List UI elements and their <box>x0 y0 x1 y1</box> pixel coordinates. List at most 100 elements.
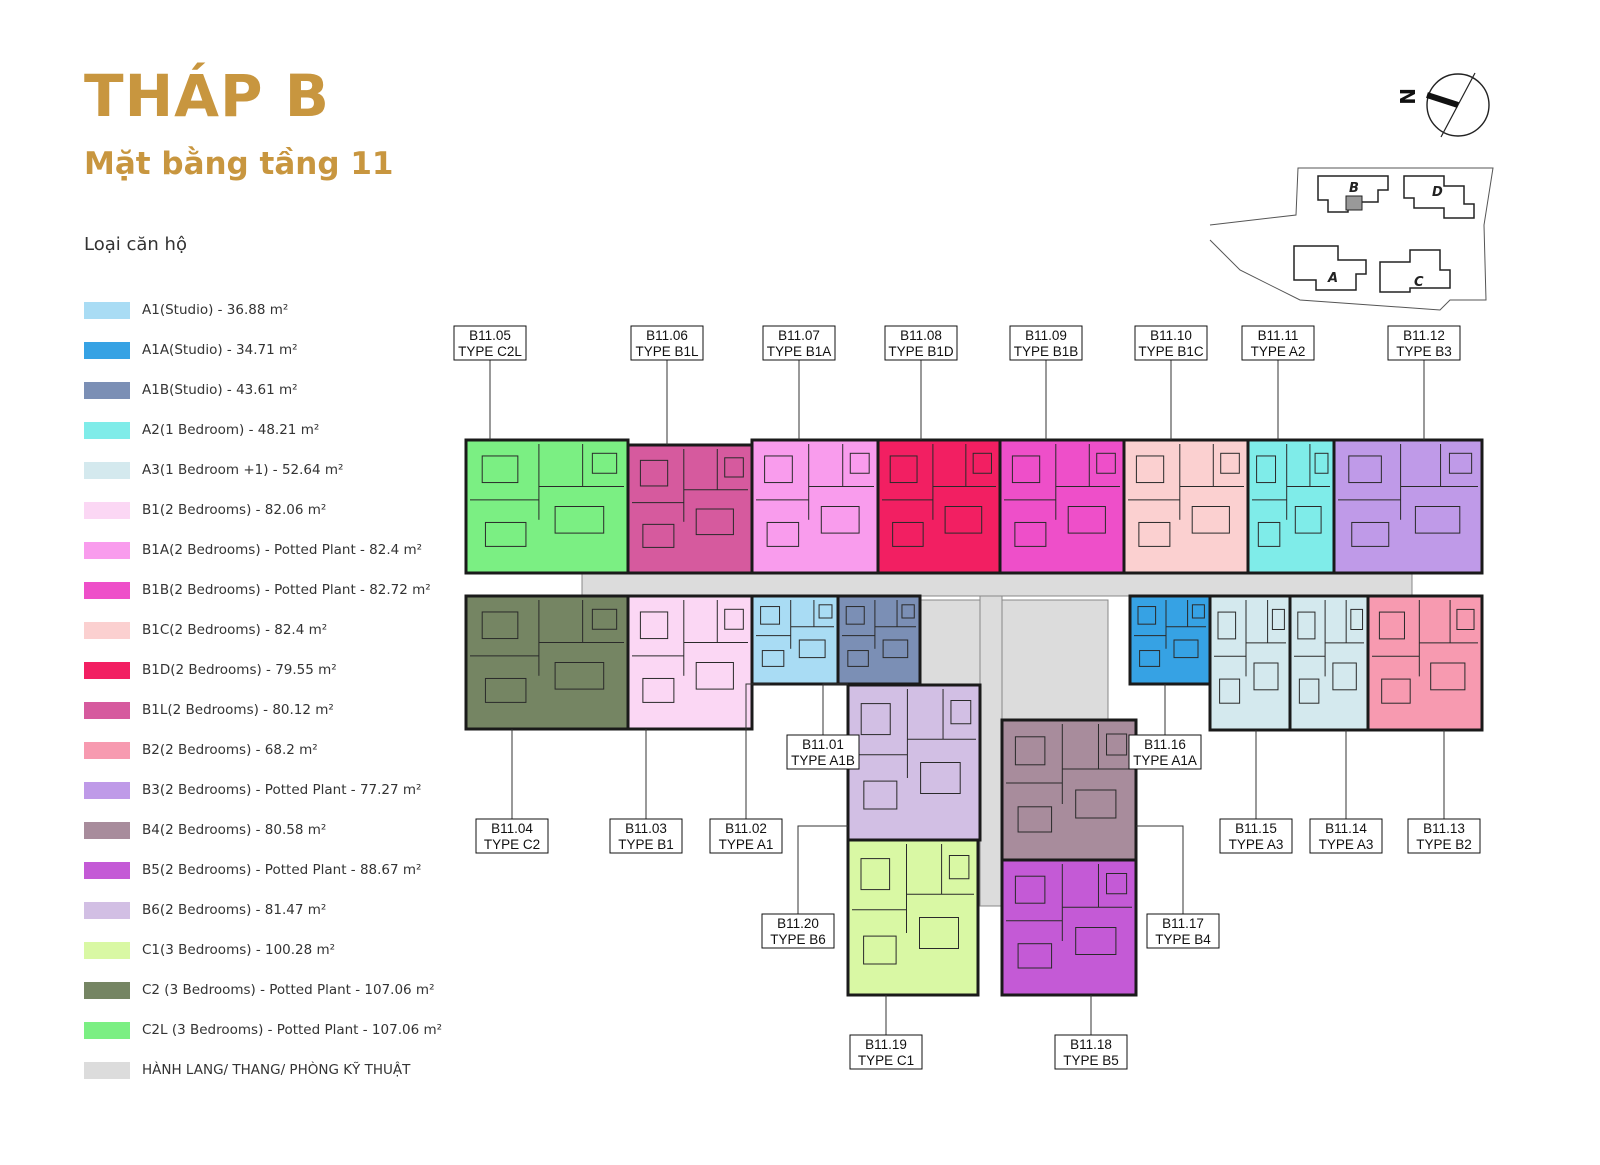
legend-item-b1: B1(2 Bedrooms) - 82.06 m² <box>84 500 326 520</box>
unit-type: TYPE A1 <box>719 837 774 852</box>
unit-room-walls <box>632 600 748 703</box>
legend-item-a2: A2(1 Bedroom) - 48.21 m² <box>84 420 319 440</box>
furniture <box>889 455 918 484</box>
legend-swatch <box>84 781 130 799</box>
furniture <box>1067 506 1106 534</box>
unit-b11-19[interactable] <box>846 838 980 997</box>
legend-label: A1B(Studio) - 43.61 m² <box>142 382 298 398</box>
keyplan-label-d: D <box>1432 185 1443 200</box>
furniture <box>798 639 826 659</box>
unit-b11-17[interactable] <box>1000 718 1138 862</box>
furniture <box>554 506 605 534</box>
unit-code: B11.12 <box>1403 328 1445 343</box>
units-layer <box>464 438 1484 997</box>
furniture <box>1075 927 1117 955</box>
legend-label: A3(1 Bedroom +1) - 52.64 m² <box>142 462 344 478</box>
unit-label-box <box>761 913 835 949</box>
furniture <box>760 606 781 625</box>
furniture <box>1381 678 1411 704</box>
furniture <box>892 521 924 547</box>
unit-type: TYPE A2 <box>1251 344 1306 359</box>
furniture <box>1173 639 1199 659</box>
furniture <box>1137 606 1157 625</box>
furniture <box>1014 736 1046 766</box>
furniture <box>766 521 800 547</box>
unit-b11-04[interactable] <box>464 594 630 731</box>
unit-label-box <box>1128 734 1202 770</box>
furniture <box>481 455 519 484</box>
furniture <box>481 611 519 640</box>
unit-label-box <box>762 325 836 361</box>
furniture <box>818 604 833 619</box>
legend-label: C2L (3 Bedrooms) - Potted Plant - 107.06… <box>142 1022 443 1038</box>
unit-b11-03[interactable] <box>626 594 754 731</box>
furniture <box>1314 452 1329 474</box>
furniture <box>1220 452 1240 474</box>
furniture <box>1350 608 1364 631</box>
unit-label-box <box>1407 818 1481 854</box>
unit-code: B11.18 <box>1070 1037 1112 1052</box>
furniture <box>642 677 675 703</box>
furniture <box>484 677 527 703</box>
furniture <box>863 780 898 810</box>
unit-code: B11.17 <box>1162 916 1204 931</box>
legend-label: HÀNH LANG/ THANG/ PHÒNG KỸ THUẬT <box>142 1062 411 1078</box>
legend-label: B1C(2 Bedrooms) - 82.4 m² <box>142 622 328 638</box>
unit-room-walls <box>1004 444 1120 547</box>
furniture <box>1257 521 1281 547</box>
legend-label: A1A(Studio) - 34.71 m² <box>142 342 298 358</box>
unit-code: B11.07 <box>778 328 820 343</box>
unit-room-walls <box>1134 600 1206 667</box>
legend-item-c1: C1(3 Bedrooms) - 100.28 m² <box>84 940 335 960</box>
unit-code: B11.15 <box>1235 821 1277 836</box>
unit-label-box <box>786 734 860 770</box>
legend-label: B2(2 Bedrooms) - 68.2 m² <box>142 742 318 758</box>
legend-swatch <box>84 661 130 679</box>
furniture <box>1271 608 1285 631</box>
unit-room-walls <box>1006 724 1132 833</box>
furniture <box>944 506 983 534</box>
unit-room-walls <box>756 600 834 667</box>
legend-item-a1: A1(Studio) - 36.88 m² <box>84 300 288 320</box>
unit-label-box <box>630 325 704 361</box>
legend-label: B1B(2 Bedrooms) - Potted Plant - 82.72 m… <box>142 582 431 598</box>
furniture <box>1075 789 1117 819</box>
unit-room-walls <box>756 444 874 547</box>
unit-room-walls <box>842 600 916 667</box>
furniture <box>1332 662 1357 691</box>
unit-code: B11.04 <box>491 821 533 836</box>
keyplan-tower-b-highlight <box>1345 195 1363 211</box>
unit-code: B11.06 <box>646 328 688 343</box>
furniture <box>1297 611 1316 640</box>
unit-type: TYPE C2L <box>458 344 522 359</box>
legend-item-b6: B6(2 Bedrooms) - 81.47 m² <box>84 900 326 920</box>
unit-room-walls <box>632 449 748 548</box>
furniture <box>860 858 891 891</box>
furniture <box>761 650 785 667</box>
furniture <box>1414 506 1461 534</box>
legend-item-a3: A3(1 Bedroom +1) - 52.64 m² <box>84 460 343 480</box>
legend-item-b4: B4(2 Bedrooms) - 80.58 m² <box>84 820 326 840</box>
unit-room-walls <box>1372 600 1478 704</box>
